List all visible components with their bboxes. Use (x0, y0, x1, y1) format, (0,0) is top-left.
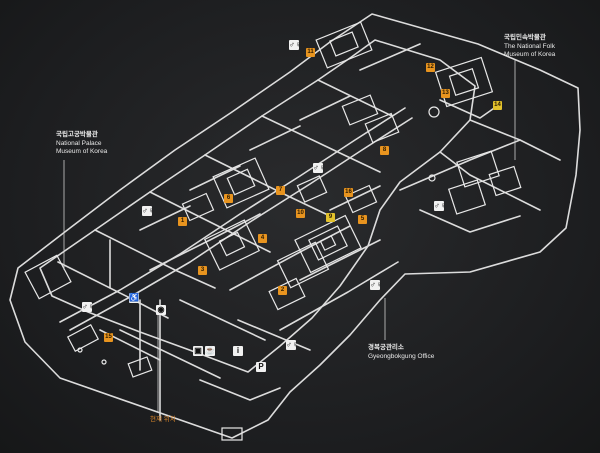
restroom-icon[interactable]: ♂♀ (434, 201, 446, 211)
location-pin[interactable]: 15 (104, 333, 113, 342)
cafe-icon[interactable]: ☕ (205, 346, 215, 356)
location-pin[interactable]: 12 (426, 63, 435, 72)
restroom-icon[interactable]: ♂♀ (82, 302, 94, 312)
location-pin[interactable]: 6 (224, 194, 233, 203)
location-pin[interactable]: 8 (380, 146, 389, 155)
parking-icon[interactable]: P (256, 362, 266, 372)
restroom-icon[interactable]: ♂♀ (313, 163, 325, 173)
office-label-ko: 경복궁관리소 (368, 344, 404, 351)
location-pin[interactable]: 7 (276, 186, 285, 195)
restroom-icon[interactable]: ♂♀ (286, 340, 298, 350)
office-label-en: Gyeongbokgung Office (368, 353, 435, 360)
camera-icon[interactable]: ◉ (156, 305, 166, 315)
palace-museum-label-ko: 국립고궁박물관 (56, 131, 98, 138)
location-pin[interactable]: 13 (441, 89, 450, 98)
location-pin[interactable]: 11 (306, 48, 315, 57)
location-pin[interactable]: 4 (258, 234, 267, 243)
location-pin[interactable]: 16 (344, 188, 353, 197)
palace-museum-label-en: Museum of Korea (56, 148, 108, 155)
location-pin[interactable]: 9 (326, 213, 335, 222)
location-pin[interactable]: 14 (493, 101, 502, 110)
location-pin[interactable]: 2 (278, 286, 287, 295)
folk-museum-label-en: The National Folk (504, 43, 555, 50)
folk-museum-label-ko: 국립민속박물관 (504, 34, 546, 41)
shop-icon[interactable]: ▣ (193, 346, 203, 356)
accessibility-icon[interactable]: ♿ (129, 293, 139, 303)
folk-museum-label-en: Museum of Korea (504, 51, 556, 58)
restroom-icon[interactable]: ♂♀ (289, 40, 301, 50)
location-pin[interactable]: 5 (358, 215, 367, 224)
restroom-icon[interactable]: ♂♀ (142, 206, 154, 216)
location-pin[interactable]: 3 (198, 266, 207, 275)
you-are-here-label: 현재 위치 (150, 416, 176, 423)
location-pin[interactable]: 1 (178, 217, 187, 226)
palace-museum-label-en: National Palace (56, 140, 102, 147)
location-pin[interactable]: 10 (296, 209, 305, 218)
restroom-icon[interactable]: ♂♀ (370, 280, 382, 290)
inner-palace-wall (39, 39, 476, 373)
info-icon[interactable]: i (233, 346, 243, 356)
outer-palace-wall (9, 13, 581, 439)
